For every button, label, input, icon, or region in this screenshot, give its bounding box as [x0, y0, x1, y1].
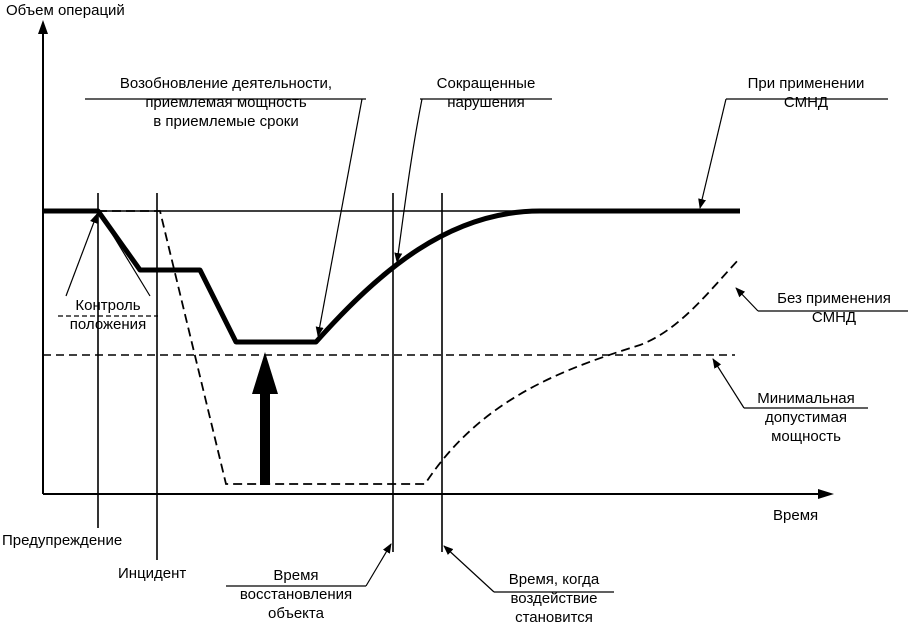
warning-label: Предупреждение: [2, 532, 123, 549]
reduced-line-2: нарушения: [447, 94, 525, 111]
with-smnd-line-1: При применении: [747, 75, 865, 92]
recovery-time-line-1: Время: [273, 567, 319, 584]
improvement-arrow-shaft: [260, 392, 270, 485]
leader-reduced: [394, 98, 423, 263]
y-axis-label: Объем операций: [6, 2, 125, 19]
leader-resumption: [315, 98, 363, 337]
x-axis-label: Время: [773, 507, 819, 524]
resumption-line-3: в приемлемые сроки: [153, 113, 299, 130]
with-smnd-annotation: При применении СМНД: [748, 74, 865, 112]
without-smnd-annotation: Без применения СМНД: [777, 289, 891, 327]
with-smnd-curve: [43, 208, 740, 345]
resumption-line-1: Возобновление деятельности,: [119, 75, 333, 92]
recovery-time-line-3: объекта: [268, 605, 324, 622]
resumption-line-2: приемлемая мощность: [145, 94, 307, 111]
impact-time-line-2: воздействие: [510, 590, 598, 607]
x-axis-arrow-icon: [818, 489, 834, 499]
position-control-line-2: положения: [69, 316, 147, 333]
leader-with-smnd: [698, 98, 727, 209]
y-axis-arrow-icon: [38, 20, 48, 34]
position-control-line-1: Контроль: [75, 297, 141, 314]
impact-time-line-1: Время, когда: [508, 571, 600, 588]
min-capacity-line-3: мощность: [771, 428, 841, 445]
recovery-time-annotation: Время восстановления объекта: [240, 566, 352, 623]
leader-impact-time: [443, 545, 495, 593]
reduced-annotation: Сокращенные нарушения: [437, 74, 536, 112]
leader-min-capacity: [712, 358, 745, 409]
leader-position-control-2: [99, 213, 151, 297]
impact-time-annotation: Время, когда воздействие становится: [509, 570, 599, 627]
without-smnd-line-2: СМНД: [811, 309, 857, 326]
resumption-annotation: Возобновление деятельности, приемлемая м…: [120, 74, 332, 131]
min-capacity-line-2: допустимая: [764, 409, 848, 426]
min-capacity-annotation: Минимальная допустимая мощность: [757, 389, 855, 446]
without-smnd-curve: [98, 210, 741, 485]
leader-without-smnd: [735, 287, 759, 312]
position-control-annotation: Контроль положения: [70, 296, 146, 334]
incident-label: Инцидент: [118, 565, 187, 582]
min-capacity-line-1: Минимальная: [757, 390, 855, 407]
leader-position-control-1: [65, 213, 98, 297]
reduced-line-1: Сокращенные: [436, 75, 536, 92]
improvement-arrow-icon: [252, 352, 278, 394]
recovery-time-line-2: восстановления: [239, 586, 353, 603]
without-smnd-line-1: Без применения: [777, 290, 891, 307]
leader-recovery-time: [365, 543, 392, 587]
impact-time-line-3: становится: [515, 609, 593, 626]
with-smnd-line-2: СМНД: [783, 94, 829, 111]
